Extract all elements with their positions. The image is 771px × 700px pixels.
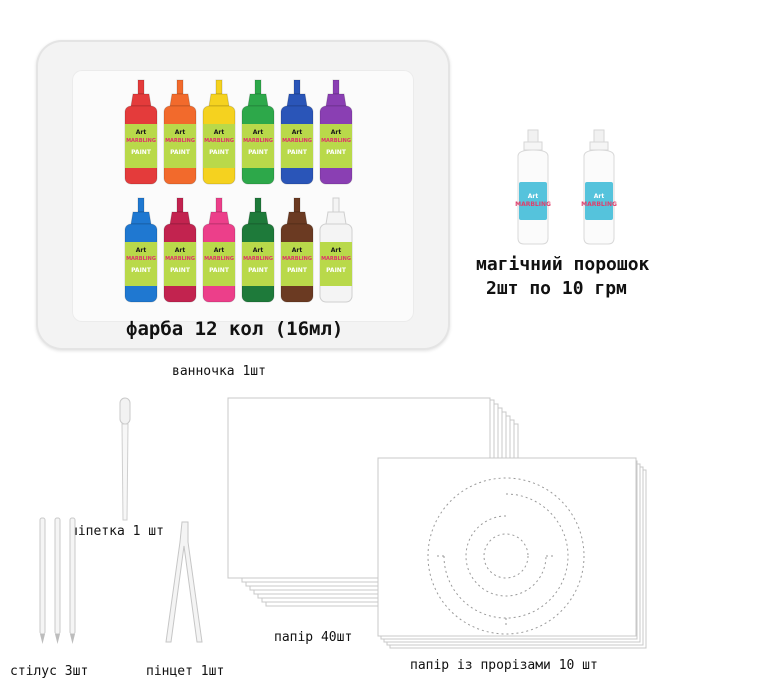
- pipette: [116, 396, 134, 526]
- paper-label: папір 40шт: [274, 630, 353, 645]
- svg-text:PAINT: PAINT: [287, 267, 308, 274]
- powder-label-line2: 2шт по 10 грм: [486, 278, 627, 299]
- svg-text:MARBLING: MARBLING: [165, 138, 195, 144]
- svg-text:Art: Art: [292, 247, 303, 254]
- svg-text:MARBLING: MARBLING: [204, 256, 234, 262]
- svg-text:PAINT: PAINT: [326, 149, 347, 156]
- svg-text:MARBLING: MARBLING: [243, 138, 273, 144]
- svg-text:Art: Art: [528, 193, 539, 200]
- svg-text:PAINT: PAINT: [326, 267, 347, 274]
- powder-label-line1: магічний порошок: [476, 254, 650, 275]
- svg-text:PAINT: PAINT: [131, 267, 152, 274]
- cut-paper-stack: [376, 456, 650, 652]
- svg-text:Art: Art: [214, 247, 225, 254]
- svg-text:MARBLING: MARBLING: [321, 138, 351, 144]
- svg-text:MARBLING: MARBLING: [282, 138, 312, 144]
- svg-text:MARBLING: MARBLING: [126, 138, 156, 144]
- cut-paper-label: папір із прорізами 10 шт: [410, 658, 598, 673]
- svg-text:MARBLING: MARBLING: [515, 201, 551, 208]
- stylus-2: [54, 517, 61, 644]
- svg-text:Art: Art: [136, 129, 147, 136]
- svg-text:PAINT: PAINT: [209, 149, 230, 156]
- svg-text:MARBLING: MARBLING: [282, 256, 312, 262]
- svg-text:Art: Art: [136, 247, 147, 254]
- cut-pattern: [427, 477, 585, 635]
- svg-text:Art: Art: [175, 129, 186, 136]
- svg-text:PAINT: PAINT: [287, 149, 308, 156]
- styluses: [36, 514, 80, 646]
- pipette-label: піпетка 1 шт: [70, 524, 164, 539]
- svg-text:PAINT: PAINT: [131, 149, 152, 156]
- svg-text:Art: Art: [594, 193, 605, 200]
- svg-text:Art: Art: [331, 129, 342, 136]
- svg-text:PAINT: PAINT: [170, 149, 191, 156]
- tray-label: ванночка 1шт: [172, 364, 266, 379]
- svg-text:Art: Art: [331, 247, 342, 254]
- paint-label: фарба 12 кол (16мл): [126, 318, 344, 340]
- svg-text:MARBLING: MARBLING: [321, 256, 351, 262]
- svg-text:PAINT: PAINT: [209, 267, 230, 274]
- svg-text:Art: Art: [175, 247, 186, 254]
- powder-bottle-1: Art MARBLING: [515, 129, 551, 245]
- powder-bottle-2: Art MARBLING: [581, 129, 617, 245]
- svg-text:MARBLING: MARBLING: [204, 138, 234, 144]
- svg-text:PAINT: PAINT: [170, 267, 191, 274]
- svg-text:MARBLING: MARBLING: [126, 256, 156, 262]
- svg-text:Art: Art: [214, 129, 225, 136]
- svg-text:MARBLING: MARBLING: [243, 256, 273, 262]
- svg-text:PAINT: PAINT: [248, 149, 269, 156]
- svg-text:Art: Art: [253, 247, 264, 254]
- svg-text:Art: Art: [292, 129, 303, 136]
- svg-text:MARBLING: MARBLING: [165, 256, 195, 262]
- stylus-1: [39, 517, 46, 644]
- svg-text:PAINT: PAINT: [248, 267, 269, 274]
- svg-text:Art: Art: [253, 129, 264, 136]
- powder-bottles: Art MARBLING Art MARBLING: [512, 126, 632, 246]
- svg-text:MARBLING: MARBLING: [581, 201, 617, 208]
- tweezers: [160, 520, 210, 650]
- tweezers-label: пінцет 1шт: [146, 664, 225, 679]
- stylus-label: стілус 3шт: [10, 664, 89, 679]
- stylus-3: [69, 517, 76, 644]
